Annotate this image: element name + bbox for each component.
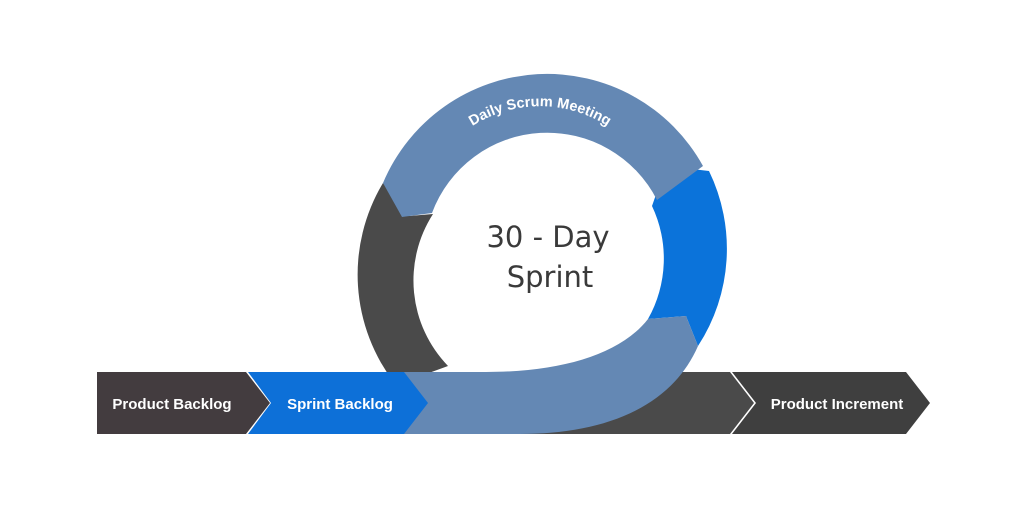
loop-segment-bottom bbox=[403, 316, 698, 434]
loop-segment-left bbox=[357, 183, 448, 385]
sprint-title: Sprint bbox=[507, 260, 594, 294]
loop-segment-top bbox=[383, 73, 703, 217]
sprint-duration-title: 30 - Day bbox=[486, 220, 609, 254]
loop-segment-right bbox=[648, 166, 727, 346]
product-increment-arrow bbox=[732, 372, 930, 434]
product-backlog-label: Product Backlog bbox=[112, 396, 231, 413]
product-backlog-arrow bbox=[97, 372, 270, 434]
sprint-backlog-label: Sprint Backlog bbox=[287, 396, 393, 413]
sprint-backlog-arrow bbox=[248, 372, 428, 434]
product-increment-label: Product Increment bbox=[771, 396, 904, 413]
